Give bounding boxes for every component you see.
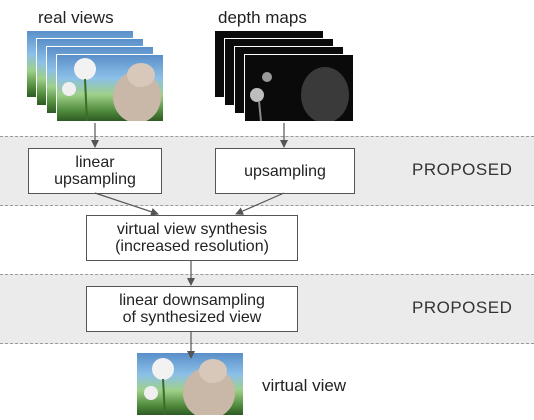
view-synthesis-line1: virtual view synthesis (116, 221, 268, 238)
arrow-linear-to-synthesis (94, 192, 159, 216)
upsampling-label: upsampling (244, 162, 326, 180)
virtual-view-image (136, 352, 244, 419)
depth-map-frame-front (244, 54, 354, 123)
virtual-view-label: virtual view (262, 376, 347, 395)
real-view-frame-front (56, 54, 164, 123)
linear-downsampling-box: linear downsampling of synthesized view (86, 286, 298, 332)
arrow-upsampling-to-synthesis (235, 192, 285, 215)
character-head (127, 63, 155, 87)
depth-maps-label: depth maps (218, 8, 307, 27)
upsampling-box: upsampling (215, 148, 355, 194)
real-views-label: real views (38, 8, 114, 27)
depth-flower (250, 88, 264, 102)
view-synthesis-box: virtual view synthesis (increased resolu… (86, 215, 298, 261)
linear-downsampling-line2: of synthesized view (122, 309, 262, 326)
depth-character (301, 67, 349, 123)
flower-shape (152, 358, 174, 380)
character-head (199, 359, 227, 383)
flower-shape (62, 82, 76, 96)
proposed-tag-2: PROPOSED (412, 298, 513, 317)
flower-shape (144, 386, 158, 400)
proposed-tag-1: PROPOSED (412, 160, 513, 179)
linear-upsampling-line1: linear (75, 154, 115, 171)
flower-shape (74, 58, 96, 80)
linear-downsampling-line1: linear downsampling (119, 292, 265, 309)
real-view-scene (62, 58, 161, 123)
linear-upsampling-line2: upsampling (54, 171, 136, 188)
depth-map-scene (250, 67, 349, 123)
view-synthesis-line2: (increased resolution) (115, 238, 269, 255)
depth-flower (262, 72, 272, 82)
linear-upsampling-box: linear upsampling (28, 148, 162, 194)
virtual-view-scene (144, 358, 235, 419)
